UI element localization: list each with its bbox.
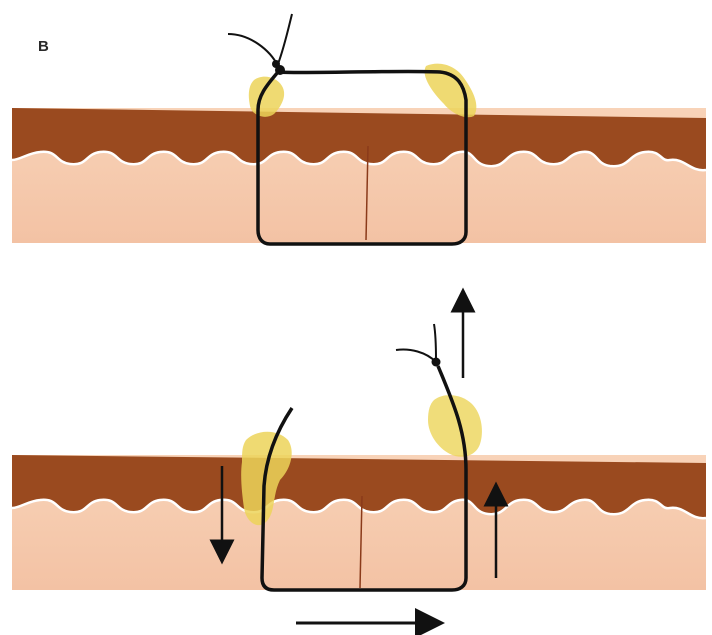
suture-end: [228, 34, 278, 66]
suture-end: [278, 14, 292, 64]
bottom-panel: [12, 300, 706, 623]
suture-end: [396, 350, 436, 363]
suture-end: [434, 324, 436, 360]
top-panel: [12, 14, 706, 244]
